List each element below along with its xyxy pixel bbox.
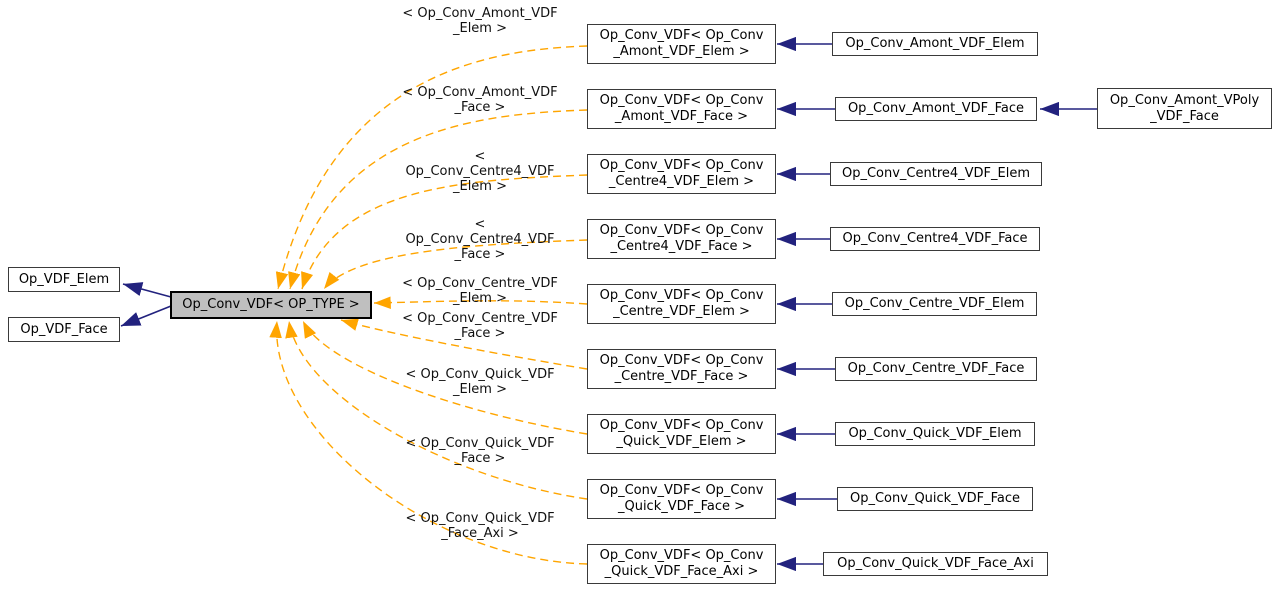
template-arg-label-quick-face-axi: < Op_Conv_Quick_VDF _Face_Axi > bbox=[405, 511, 555, 541]
class-box-op-conv-amont-vdf-face[interactable]: Op_Conv_Amont_VDF_Face bbox=[835, 97, 1037, 121]
class-box-instance-amont-elem[interactable]: Op_Conv_VDF< Op_Conv _Amont_VDF_Elem > bbox=[587, 24, 776, 64]
inheritance-arrows bbox=[120, 36, 1097, 572]
template-arg-label-centre4-face: < Op_Conv_Centre4_VDF _Face > bbox=[405, 217, 555, 262]
class-box-instance-quick-elem[interactable]: Op_Conv_VDF< Op_Conv _Quick_VDF_Elem > bbox=[587, 414, 776, 454]
template-arrow-quick-face bbox=[285, 320, 588, 500]
template-arg-label-centre-face: < Op_Conv_Centre_VDF _Face > bbox=[402, 311, 558, 341]
template-arg-label-amont-face: < Op_Conv_Amont_VDF _Face > bbox=[402, 85, 558, 115]
template-arg-label-centre4-elem: < Op_Conv_Centre4_VDF _Elem > bbox=[405, 149, 555, 194]
template-arg-label-quick-elem: < Op_Conv_Quick_VDF _Elem > bbox=[405, 367, 555, 397]
template-arrow-quick-elem bbox=[302, 320, 588, 435]
class-box-instance-quick-face-axi[interactable]: Op_Conv_VDF< Op_Conv _Quick_VDF_Face_Axi… bbox=[587, 544, 776, 584]
template-relation-arrows bbox=[269, 45, 588, 565]
template-arg-label-centre-elem: < Op_Conv_Centre_VDF _Elem > bbox=[402, 276, 558, 306]
class-box-instance-quick-face[interactable]: Op_Conv_VDF< Op_Conv _Quick_VDF_Face > bbox=[587, 479, 776, 519]
class-box-instance-centre-elem[interactable]: Op_Conv_VDF< Op_Conv _Centre_VDF_Elem > bbox=[587, 284, 776, 324]
class-box-instance-centre-face[interactable]: Op_Conv_VDF< Op_Conv _Centre_VDF_Face > bbox=[587, 349, 776, 389]
class-box-op-conv-vdf-template[interactable]: Op_Conv_VDF< OP_TYPE > bbox=[170, 291, 372, 319]
inherit-arrow-op-vdf-face bbox=[120, 305, 172, 327]
class-box-op-conv-amont-vpoly-vdf-face[interactable]: Op_Conv_Amont_VPoly _VDF_Face bbox=[1097, 88, 1272, 129]
class-box-op-conv-centre4-vdf-face[interactable]: Op_Conv_Centre4_VDF_Face bbox=[830, 227, 1040, 251]
template-arrow-centre4-elem bbox=[301, 174, 588, 290]
class-box-op-conv-centre-vdf-elem[interactable]: Op_Conv_Centre_VDF_Elem bbox=[832, 292, 1037, 316]
template-arrow-quick-face-axi bbox=[269, 320, 588, 565]
class-box-op-conv-quick-vdf-elem[interactable]: Op_Conv_Quick_VDF_Elem bbox=[835, 422, 1035, 446]
template-arrow-centre4-face bbox=[323, 239, 588, 290]
class-box-op-vdf-elem[interactable]: Op_VDF_Elem bbox=[8, 267, 120, 292]
inherit-arrow-op-vdf-elem bbox=[122, 282, 172, 298]
class-box-op-conv-centre4-vdf-elem[interactable]: Op_Conv_Centre4_VDF_Elem bbox=[830, 162, 1042, 186]
template-arg-label-quick-face: < Op_Conv_Quick_VDF _Face > bbox=[405, 436, 555, 466]
template-arrow-amont-elem bbox=[275, 45, 588, 290]
template-arg-label-amont-elem: < Op_Conv_Amont_VDF _Elem > bbox=[402, 6, 558, 36]
class-box-op-vdf-face[interactable]: Op_VDF_Face bbox=[8, 317, 120, 342]
class-box-op-conv-quick-vdf-face-axi[interactable]: Op_Conv_Quick_VDF_Face_Axi bbox=[823, 552, 1048, 576]
class-box-op-conv-amont-vdf-elem[interactable]: Op_Conv_Amont_VDF_Elem bbox=[832, 32, 1038, 56]
class-box-op-conv-quick-vdf-face[interactable]: Op_Conv_Quick_VDF_Face bbox=[837, 487, 1033, 511]
class-box-instance-centre4-face[interactable]: Op_Conv_VDF< Op_Conv _Centre4_VDF_Face > bbox=[587, 219, 776, 259]
template-arrow-centre-face bbox=[340, 318, 588, 370]
class-box-instance-amont-face[interactable]: Op_Conv_VDF< Op_Conv _Amont_VDF_Face > bbox=[587, 89, 776, 129]
class-box-instance-centre4-elem[interactable]: Op_Conv_VDF< Op_Conv _Centre4_VDF_Elem > bbox=[587, 154, 776, 194]
class-box-op-conv-centre-vdf-face[interactable]: Op_Conv_Centre_VDF_Face bbox=[835, 357, 1037, 381]
template-arrow-centre-elem bbox=[373, 296, 588, 309]
template-arrow-amont-face bbox=[288, 109, 588, 290]
